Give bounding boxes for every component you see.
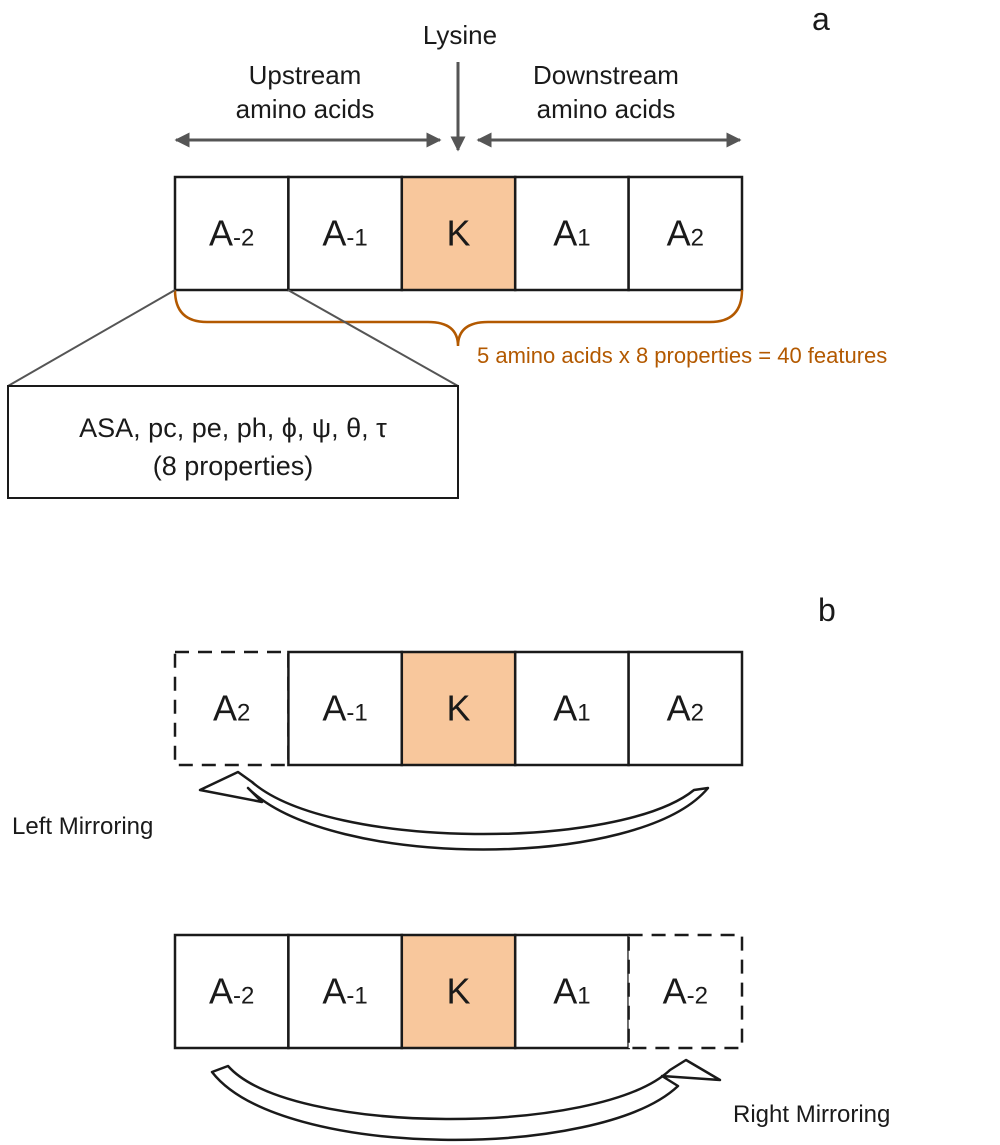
residue-label: K xyxy=(446,213,470,254)
residue-label: A-2 xyxy=(209,213,254,254)
residue-label: A-1 xyxy=(322,971,367,1012)
properties-list: ASA, pc, pe, ph, ϕ, ψ, θ, τ xyxy=(79,413,387,443)
right-mirroring-arrow xyxy=(210,1058,722,1142)
properties-count: (8 properties) xyxy=(153,451,314,481)
residue-base: A xyxy=(663,971,687,1012)
residue-label: A1 xyxy=(553,213,590,254)
residue-subscript: 2 xyxy=(691,225,704,252)
residue-cell xyxy=(627,175,744,292)
residue-label: A1 xyxy=(553,971,590,1012)
residue-cell xyxy=(287,175,404,292)
upstream-label-line2: amino acids xyxy=(236,94,375,124)
residue-base: A xyxy=(322,971,346,1012)
residue-base: A xyxy=(322,688,346,729)
panel-a-letter: a xyxy=(812,1,830,37)
residue-subscript: 1 xyxy=(577,225,590,252)
residue-subscript: 1 xyxy=(577,700,590,727)
residue-cell xyxy=(173,650,290,767)
residue-subscript: -1 xyxy=(346,983,367,1010)
residue-subscript: -1 xyxy=(346,225,367,252)
residue-base: A xyxy=(322,213,346,254)
residue-subscript: -2 xyxy=(687,983,708,1010)
residue-subscript: -2 xyxy=(233,225,254,252)
residue-base: A xyxy=(553,213,577,254)
lysine-label: Lysine xyxy=(423,20,497,50)
residue-label: A2 xyxy=(213,688,250,729)
residue-subscript: -2 xyxy=(233,983,254,1010)
panel-b-letter: b xyxy=(818,592,836,628)
downstream-label-line2: amino acids xyxy=(537,94,676,124)
residue-label: A-1 xyxy=(322,213,367,254)
expand-line-left xyxy=(7,289,176,387)
residue-base: K xyxy=(446,971,470,1012)
residue-cell xyxy=(627,650,744,767)
residue-label: A-2 xyxy=(209,971,254,1012)
expand-line-right xyxy=(287,289,459,387)
residue-cell xyxy=(627,933,744,1050)
feature-brace xyxy=(173,289,744,347)
residue-label: A-2 xyxy=(663,971,708,1012)
upstream-label-line1: Upstream xyxy=(249,60,362,90)
residue-cell xyxy=(173,933,290,1050)
residue-base: A xyxy=(209,213,233,254)
residue-label: K xyxy=(446,971,470,1012)
residue-base: K xyxy=(446,213,470,254)
residue-label: A1 xyxy=(553,688,590,729)
residue-cell xyxy=(173,175,290,292)
residue-base: A xyxy=(667,213,691,254)
residue-subscript: 2 xyxy=(237,700,250,727)
residue-subscript: -1 xyxy=(346,700,367,727)
left-mirroring-label: Left Mirroring xyxy=(12,813,153,840)
residue-base: A xyxy=(209,971,233,1012)
residue-cell xyxy=(513,650,630,767)
feature-count-note: 5 amino acids x 8 properties = 40 featur… xyxy=(477,343,887,368)
residue-base: A xyxy=(553,971,577,1012)
properties-box xyxy=(7,385,459,499)
residue-cell xyxy=(513,933,630,1050)
residue-label: K xyxy=(446,688,470,729)
left-mirroring-arrow xyxy=(198,770,710,851)
residue-label: A2 xyxy=(667,688,704,729)
residue-subscript: 2 xyxy=(691,700,704,727)
residue-base: A xyxy=(213,688,237,729)
residue-label: A-1 xyxy=(322,688,367,729)
right-mirroring-label: Right Mirroring xyxy=(733,1101,890,1128)
downstream-label-line1: Downstream xyxy=(533,60,679,90)
residue-label: A2 xyxy=(667,213,704,254)
residue-base: K xyxy=(446,688,470,729)
residue-subscript: 1 xyxy=(577,983,590,1010)
residue-cell xyxy=(400,650,517,767)
residue-base: A xyxy=(667,688,691,729)
residue-base: A xyxy=(553,688,577,729)
